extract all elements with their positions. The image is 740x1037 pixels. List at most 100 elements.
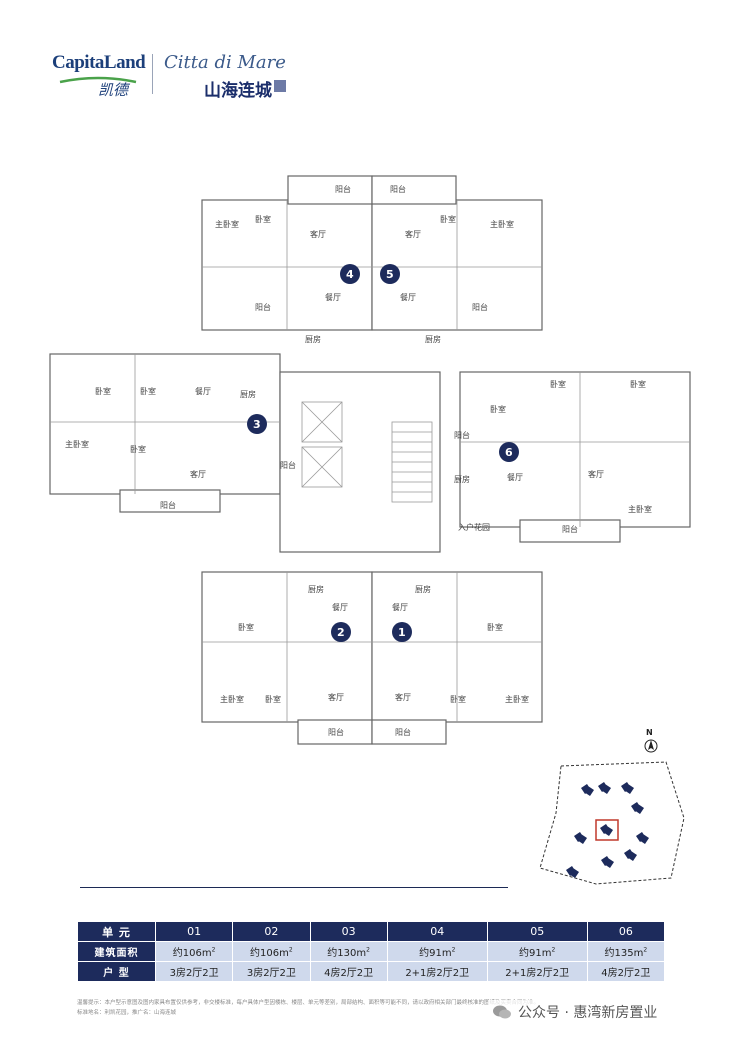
unit-col-03: 03 bbox=[309, 921, 388, 942]
divider-rule bbox=[80, 887, 508, 888]
label-balcony-6: 阳台 bbox=[454, 430, 470, 440]
capitaland-swoosh-icon bbox=[59, 76, 137, 84]
label-bedroom-1b: 卧室 bbox=[450, 694, 466, 704]
capitaland-logo: CapitaLand 凯德 bbox=[52, 52, 147, 99]
label-master-2: 主卧室 bbox=[220, 694, 244, 704]
layout-cell-05: 2+1房2厅2卫 bbox=[486, 961, 588, 982]
wechat-icon bbox=[493, 1005, 511, 1019]
unit-spec-table: 单 元 01 02 03 04 05 06 建筑面积 约106m2 约106m2… bbox=[77, 921, 666, 982]
label-master-4: 主卧室 bbox=[215, 219, 239, 229]
label-kitchen-6: 厨房 bbox=[454, 474, 470, 484]
layout-cell-02: 3房2厅2卫 bbox=[232, 961, 311, 982]
label-balcony-4b: 阳台 bbox=[255, 302, 271, 312]
compass-label: N bbox=[646, 728, 653, 737]
project-logo: Citta di Mare 山海连城 bbox=[164, 52, 294, 101]
label-master-3: 主卧室 bbox=[65, 439, 89, 449]
unit-col-01: 01 bbox=[154, 921, 234, 942]
site-plan-map bbox=[539, 761, 685, 885]
area-cell-04: 约91m2 bbox=[386, 941, 488, 962]
layout-cell-01: 3房2厅2卫 bbox=[154, 961, 234, 982]
north-compass: N bbox=[643, 728, 659, 754]
floor-plan: 阳台 阳台 客厅 客厅 卧室 主卧室 卧室 主卧室 餐厅 餐厅 厨房 厨房 阳台… bbox=[49, 175, 691, 745]
area-cell-05: 约91m2 bbox=[486, 941, 588, 962]
label-balcony-4: 阳台 bbox=[335, 184, 351, 194]
label-master-1: 主卧室 bbox=[505, 694, 529, 704]
unit-col-02: 02 bbox=[232, 921, 311, 942]
area-cell-06: 约135m2 bbox=[586, 941, 666, 962]
label-kitchen-1: 厨房 bbox=[415, 584, 431, 594]
svg-text:5: 5 bbox=[386, 268, 394, 281]
svg-text:6: 6 bbox=[505, 446, 513, 459]
unit-badge-4: 4 bbox=[340, 264, 360, 284]
label-bedroom-3b: 卧室 bbox=[140, 386, 156, 396]
footnote: 温馨提示：本户型示意图及图内家具布置仅供参考，非交楼标准，每户具体户型因楼栋、楼… bbox=[77, 998, 677, 1018]
label-bedroom-6a: 卧室 bbox=[490, 404, 506, 414]
label-bedroom-2b: 卧室 bbox=[265, 694, 281, 704]
layout-cell-06: 4房2厅2卫 bbox=[586, 961, 666, 982]
unit-col-06: 06 bbox=[586, 921, 666, 942]
north-arrow-icon bbox=[644, 739, 658, 753]
area-cell-02: 约106m2 bbox=[232, 941, 311, 962]
unit-col-04: 04 bbox=[386, 921, 488, 942]
svg-text:2: 2 bbox=[337, 626, 345, 639]
label-kitchen-4: 厨房 bbox=[305, 334, 321, 344]
svg-text:3: 3 bbox=[253, 418, 261, 431]
row-label-layout: 户 型 bbox=[77, 961, 156, 982]
label-dining-2: 餐厅 bbox=[332, 603, 348, 612]
footnote-line-2: 标准地名：利凯花园，推广名：山海连城 bbox=[77, 1010, 177, 1016]
table-row-area: 建筑面积 约106m2 约106m2 约130m2 约91m2 约91m2 约1… bbox=[77, 941, 666, 962]
unit-badge-5: 5 bbox=[380, 264, 400, 284]
label-dining-3: 餐厅 bbox=[195, 387, 211, 396]
label-bedroom-4: 卧室 bbox=[255, 214, 271, 224]
label-bedroom-2a: 卧室 bbox=[238, 622, 254, 632]
capitaland-logo-text: CapitaLand bbox=[52, 52, 146, 73]
label-balcony-2: 阳台 bbox=[328, 727, 344, 737]
header-label: 单 元 bbox=[77, 921, 156, 942]
label-living-4: 客厅 bbox=[310, 229, 326, 239]
label-entry-garden-6: 入户花园 bbox=[458, 522, 490, 532]
label-kitchen-2: 厨房 bbox=[308, 584, 324, 594]
wechat-watermark: 公众号 · 惠湾新房置业 bbox=[488, 1000, 662, 1024]
table-row-layout: 户 型 3房2厅2卫 3房2厅2卫 4房2厅2卫 2+1房2厅2卫 2+1房2厅… bbox=[77, 961, 666, 982]
label-bedroom-6b: 卧室 bbox=[550, 379, 566, 389]
label-bedroom-3a: 卧室 bbox=[95, 386, 111, 396]
svg-text:1: 1 bbox=[398, 626, 406, 639]
label-kitchen-5: 厨房 bbox=[425, 334, 441, 344]
project-logo-cn: 山海连城 bbox=[204, 81, 272, 101]
label-kitchen-3: 厨房 bbox=[240, 389, 256, 399]
label-balcony-1: 阳台 bbox=[395, 727, 411, 737]
area-cell-03: 约130m2 bbox=[309, 941, 388, 962]
unit-badge-2: 2 bbox=[331, 622, 351, 642]
table-header-row: 单 元 01 02 03 04 05 06 bbox=[77, 921, 666, 942]
label-living-1: 客厅 bbox=[395, 692, 411, 702]
row-label-area: 建筑面积 bbox=[77, 941, 156, 962]
label-living-3: 客厅 bbox=[190, 469, 206, 479]
unit-badge-1: 1 bbox=[392, 622, 412, 642]
layout-cell-03: 4房2厅2卫 bbox=[309, 961, 388, 982]
label-balcony-3: 阳台 bbox=[160, 500, 176, 510]
label-living-6: 客厅 bbox=[588, 469, 604, 479]
label-bedroom-3c: 卧室 bbox=[130, 444, 146, 454]
unit-badge-6: 6 bbox=[499, 442, 519, 462]
label-bedroom-5: 卧室 bbox=[440, 214, 456, 224]
layout-cell-04: 2+1房2厅2卫 bbox=[386, 961, 488, 982]
svg-text:4: 4 bbox=[346, 268, 354, 281]
label-balcony-5: 阳台 bbox=[390, 184, 406, 194]
label-bedroom-1a: 卧室 bbox=[487, 622, 503, 632]
area-cell-01: 约106m2 bbox=[154, 941, 234, 962]
label-balcony-6b: 阳台 bbox=[562, 524, 578, 534]
watermark-text: 公众号 · 惠湾新房置业 bbox=[518, 1005, 658, 1021]
project-logo-tag-icon bbox=[274, 80, 286, 92]
project-logo-script: Citta di Mare bbox=[164, 52, 286, 73]
label-balcony-5b: 阳台 bbox=[472, 302, 488, 312]
label-living-2: 客厅 bbox=[328, 692, 344, 702]
label-master-6: 主卧室 bbox=[628, 504, 652, 514]
unit-col-05: 05 bbox=[486, 921, 588, 942]
logo-divider bbox=[152, 54, 153, 94]
label-dining-6: 餐厅 bbox=[507, 473, 523, 482]
label-dining-1: 餐厅 bbox=[392, 603, 408, 612]
label-balcony-3b: 阳台 bbox=[280, 460, 296, 470]
capitaland-logo-cn: 凯德 bbox=[98, 81, 129, 99]
footnote-line-1: 温馨提示：本户型示意图及图内家具布置仅供参考，非交楼标准，每户具体户型因楼栋、楼… bbox=[77, 1000, 540, 1006]
label-master-5: 主卧室 bbox=[490, 219, 514, 229]
